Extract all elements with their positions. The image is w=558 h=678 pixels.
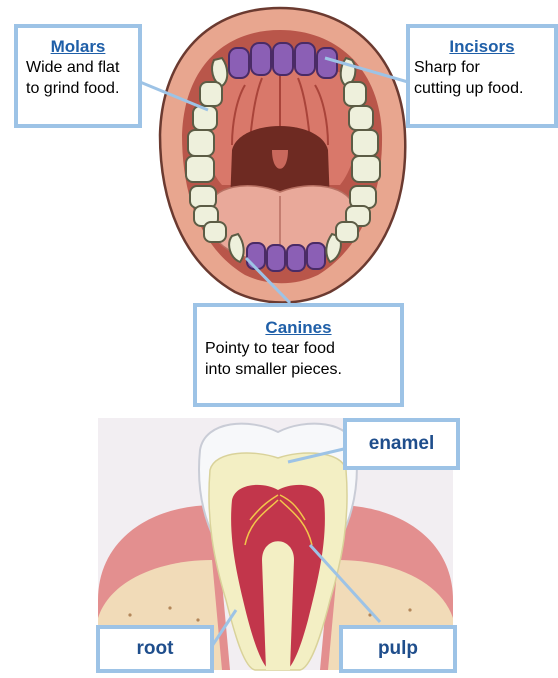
incisors-desc-line2: cutting up food. (410, 78, 554, 99)
pulp-label: pulp (339, 625, 457, 673)
canines-title: Canines (197, 317, 400, 338)
canines-desc-line2: into smaller pieces. (197, 359, 400, 380)
incisors-callout: Incisors Sharp for cutting up food. (406, 24, 558, 128)
molars-title: Molars (18, 36, 138, 57)
molars-desc-line2: to grind food. (18, 78, 138, 99)
canines-desc-line1: Pointy to tear food (197, 338, 400, 359)
canines-callout: Canines Pointy to tear food into smaller… (193, 303, 404, 407)
mouth-illustration (160, 8, 405, 303)
root-label: root (96, 625, 214, 673)
inner-dentin (262, 541, 294, 670)
incisors-title: Incisors (410, 36, 554, 57)
upper-incisors (229, 43, 337, 78)
molars-desc-line1: Wide and flat (18, 57, 138, 78)
enamel-label: enamel (343, 418, 460, 470)
incisors-desc-line1: Sharp for (410, 57, 554, 78)
molars-callout: Molars Wide and flat to grind food. (14, 24, 142, 128)
